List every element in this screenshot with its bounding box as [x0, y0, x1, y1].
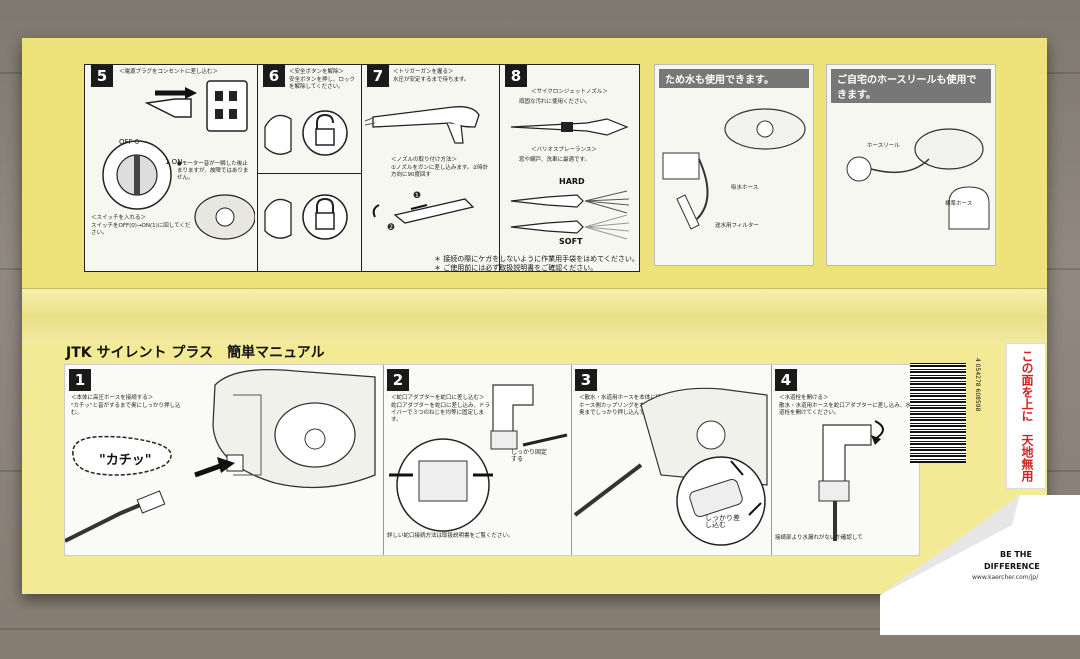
step-subtext: スイッチをOFF(0)→ON(1)に回してください。: [91, 223, 191, 236]
step-number: 1: [69, 369, 91, 391]
cyclone-nozzle-illustration: [510, 118, 629, 136]
step-number: 2: [387, 369, 409, 391]
marker-1: ❶: [413, 191, 422, 201]
step-7-cell: 7 ＜トリガーガンを握る＞ 水圧が安定するまで待ちます。 ＜ノズルの取り付け方法…: [361, 65, 500, 271]
vario-subtext: 窓や網戸、洗車に最適です。: [519, 157, 590, 163]
panel-caption-2: 送水用フィルター: [715, 223, 759, 229]
step-title: ＜電源プラグをコンセントに差し込む＞: [119, 69, 219, 75]
hard-label: HARD: [559, 177, 585, 186]
warning-2: ＊ ご使用前には必ず取扱説明書をご確認ください。: [434, 264, 598, 272]
open-tap-illustration: [818, 420, 884, 541]
nozzle-subtitle: ＜ノズルの取り付け方法＞: [391, 157, 458, 163]
divider: [257, 173, 361, 174]
faucet-adapter-illustration: [389, 384, 568, 532]
top-instruction-panel: 5 ＜電源プラグをコンセントに差し込む＞ OFF 0 1 ON ●モーター音が一…: [84, 64, 640, 272]
step-3-cell: 3 ＜散水・水道用ホースを本体に接続する＞ ホース側カップリングを本体側カップリ…: [571, 365, 772, 555]
machine-detail-illustration: [194, 194, 255, 240]
bottom-instruction-panel: 1 ＜本体に高圧ホースを接続する＞ "カチッ"と音がするまで奥にしっかり押し込む…: [64, 364, 920, 556]
brand-line-2: DIFFERENCE: [984, 562, 1040, 571]
panel-heading: ご自宅のホースリールも使用できます。: [831, 69, 991, 103]
step-text: 水圧が安定するまで待ちます。: [393, 77, 470, 83]
hard-spray-illustration: [510, 190, 630, 214]
orientation-label-text: この面を上に 天地無用: [1020, 350, 1034, 482]
soft-spray-illustration: [510, 215, 630, 240]
orientation-label: この面を上に 天地無用: [1006, 343, 1046, 489]
step-title: ＜水道栓を開ける＞: [779, 395, 829, 401]
brand-url: www.kaercher.com/jp/: [972, 574, 1039, 581]
step-text: 散水・水道用ホースを蛇口アダプターに差し込み、水道栓を開けてください。: [779, 403, 911, 416]
vario-subtitle: ＜バリオスプレーランス＞: [531, 147, 597, 153]
click-bubble-text: "カチッ": [99, 453, 152, 468]
corner-graphic: [880, 495, 1080, 635]
step-title: ＜散水・水道用ホースを本体に接続する＞: [579, 395, 684, 401]
rainwater-illustration: [662, 108, 806, 230]
step-footnote: 詳しい蛇口接続方法は取扱説明書をご覧ください。: [387, 533, 514, 539]
step-text: 安全ボタンを押し、ロックを解除してください。: [289, 77, 356, 90]
nozzle-subtext: ①ノズルをガンに差し込みます。②時計方向に90度回す: [391, 165, 489, 178]
step-footnote: 接続部より水漏れがないか確認して: [775, 535, 863, 541]
step-text: ホース側カップリングを本体側カップリングに奥までしっかり押し込んで接続してくださ…: [579, 403, 695, 416]
hose-connect-illustration: [65, 368, 376, 543]
marker-2: ❷: [387, 223, 396, 233]
floor-seam: [0, 628, 1080, 630]
step-title: ＜蛇口アダプターを蛇口に差し込む＞: [391, 395, 485, 401]
nozzle-attach-illustration: [372, 198, 475, 224]
hose-reel-panel: ご自宅のホースリールも使用できます。 ホースリール 標準ホース: [826, 64, 996, 266]
brand-line-1: BE THE: [1000, 550, 1032, 559]
step-6-cell: 6 ＜安全ボタンを解除＞ 安全ボタンを押し、ロックを解除してください。: [257, 65, 362, 271]
step-text: 頑固な汚れに使用ください。: [519, 99, 591, 105]
unlock-illustration: [264, 110, 348, 156]
step-subtitle: ＜スイッチを入れる＞: [91, 215, 147, 221]
step-text: 蛇口アダプターを蛇口に差し込み、ドライバーで３つのねじを均等に固定します。: [391, 403, 491, 423]
hose-coupling-illustration: [573, 387, 768, 546]
step-number: 5: [91, 65, 113, 87]
rainwater-panel: ため水も使用できます。 吸水ホース 送水用フィルター: [654, 64, 814, 266]
step-8-cell: 8 ＜サイクロンジェットノズル＞ 頑固な汚れに使用ください。 ＜バリオスプレーラ…: [499, 65, 639, 271]
manual-title: JTK サイレント プラス 簡単マニュアル: [66, 345, 325, 361]
trigger-gun-illustration: [364, 106, 480, 144]
step-label: しっかり差し込む: [705, 514, 740, 529]
lock-illustration: [264, 194, 348, 240]
step-number: 6: [263, 65, 285, 87]
step-title: ＜安全ボタンを解除＞: [289, 69, 345, 75]
dial-off-label: OFF 0: [119, 138, 140, 146]
step-text: "カチッ"と音がするまで奥にしっかり押し込む。: [71, 403, 181, 416]
soft-label: SOFT: [559, 237, 583, 246]
packing-tape: [22, 288, 1047, 346]
step-1-cell: 1 ＜本体に高圧ホースを接続する＞ "カチッ"と音がするまで奥にしっかり押し込む…: [65, 365, 384, 555]
step-label: しっかり固定する: [511, 449, 548, 463]
power-dial-illustration: [102, 140, 172, 210]
step-number: 7: [367, 65, 389, 87]
hose-reel-illustration: [846, 128, 990, 230]
step-number: 4: [775, 369, 797, 391]
step-note: ●モーター音が一瞬した後止まりますが、故障ではありません。: [177, 161, 249, 181]
panel-caption-2: 標準ホース: [945, 201, 973, 207]
step-title: ＜サイクロンジェットノズル＞: [531, 89, 608, 95]
warning-1: ＊ 接続の際にケガをしないように作業用手袋をはめてください。: [434, 255, 639, 263]
step-title: ＜トリガーガンを握る＞: [393, 69, 454, 75]
panel-caption: 吸水ホース: [731, 185, 759, 191]
step-number: 8: [505, 65, 527, 87]
step-5-cell: 5 ＜電源プラグをコンセントに差し込む＞ OFF 0 1 ON ●モーター音が一…: [85, 65, 258, 271]
step-2-cell: 2 ＜蛇口アダプターを蛇口に差し込む＞ 蛇口アダプターを蛇口に差し込み、ドライバ…: [383, 365, 572, 555]
power-plug-illustration: [145, 80, 248, 132]
step-title: ＜本体に高圧ホースを接続する＞: [71, 395, 154, 401]
step-4-cell: 4 ＜水道栓を開ける＞ 散水・水道用ホースを蛇口アダプターに差し込み、水道栓を開…: [771, 365, 919, 555]
step-number: 3: [575, 369, 597, 391]
barcode-number: 4 054278 608598: [974, 358, 981, 412]
panel-caption: ホースリール: [867, 143, 900, 149]
panel-heading: ため水も使用できます。: [659, 69, 809, 88]
dial-on-label: 1 ON: [165, 158, 183, 166]
barcode: [910, 363, 966, 463]
